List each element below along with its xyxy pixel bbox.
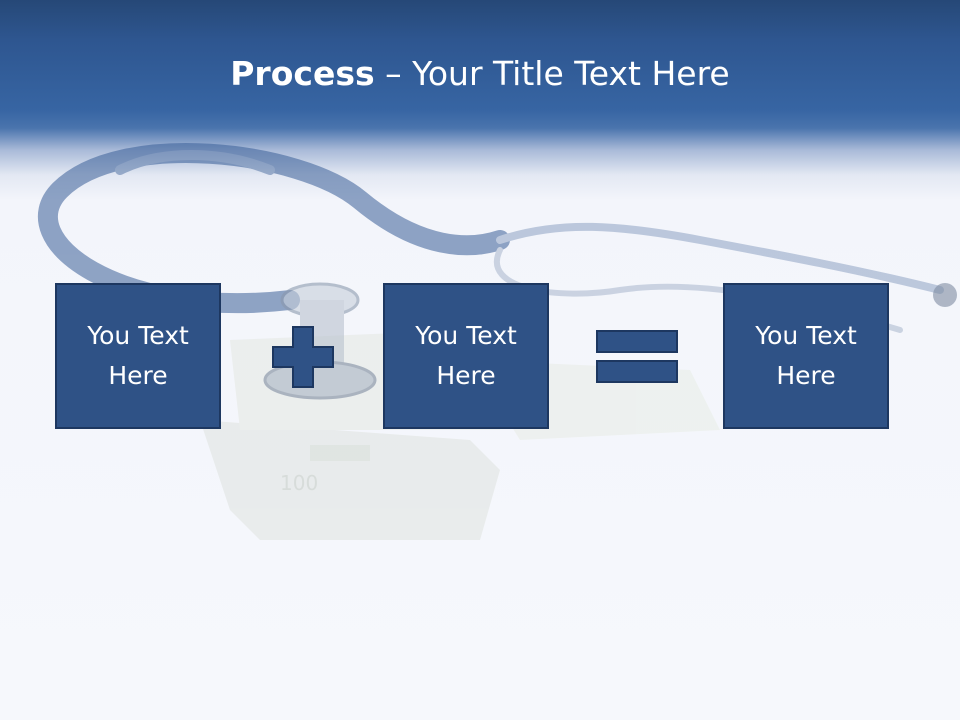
process-box-2: You Text Here bbox=[383, 283, 549, 429]
process-box-3-line2: Here bbox=[776, 361, 836, 390]
svg-text:100: 100 bbox=[280, 471, 318, 495]
slide-title: Process – Your Title Text Here bbox=[0, 52, 960, 96]
process-box-3-line1: You Text bbox=[755, 321, 857, 350]
plus-icon bbox=[272, 326, 334, 388]
process-box-2-line1: You Text bbox=[415, 321, 517, 350]
title-rest: – Your Title Text Here bbox=[374, 54, 730, 93]
process-box-3: You Text Here bbox=[723, 283, 889, 429]
title-bold: Process bbox=[230, 54, 375, 93]
equals-icon bbox=[596, 330, 678, 383]
process-box-1: You Text Here bbox=[55, 283, 221, 429]
process-box-1-line2: Here bbox=[108, 361, 168, 390]
process-box-2-line2: Here bbox=[436, 361, 496, 390]
process-box-1-line1: You Text bbox=[87, 321, 189, 350]
